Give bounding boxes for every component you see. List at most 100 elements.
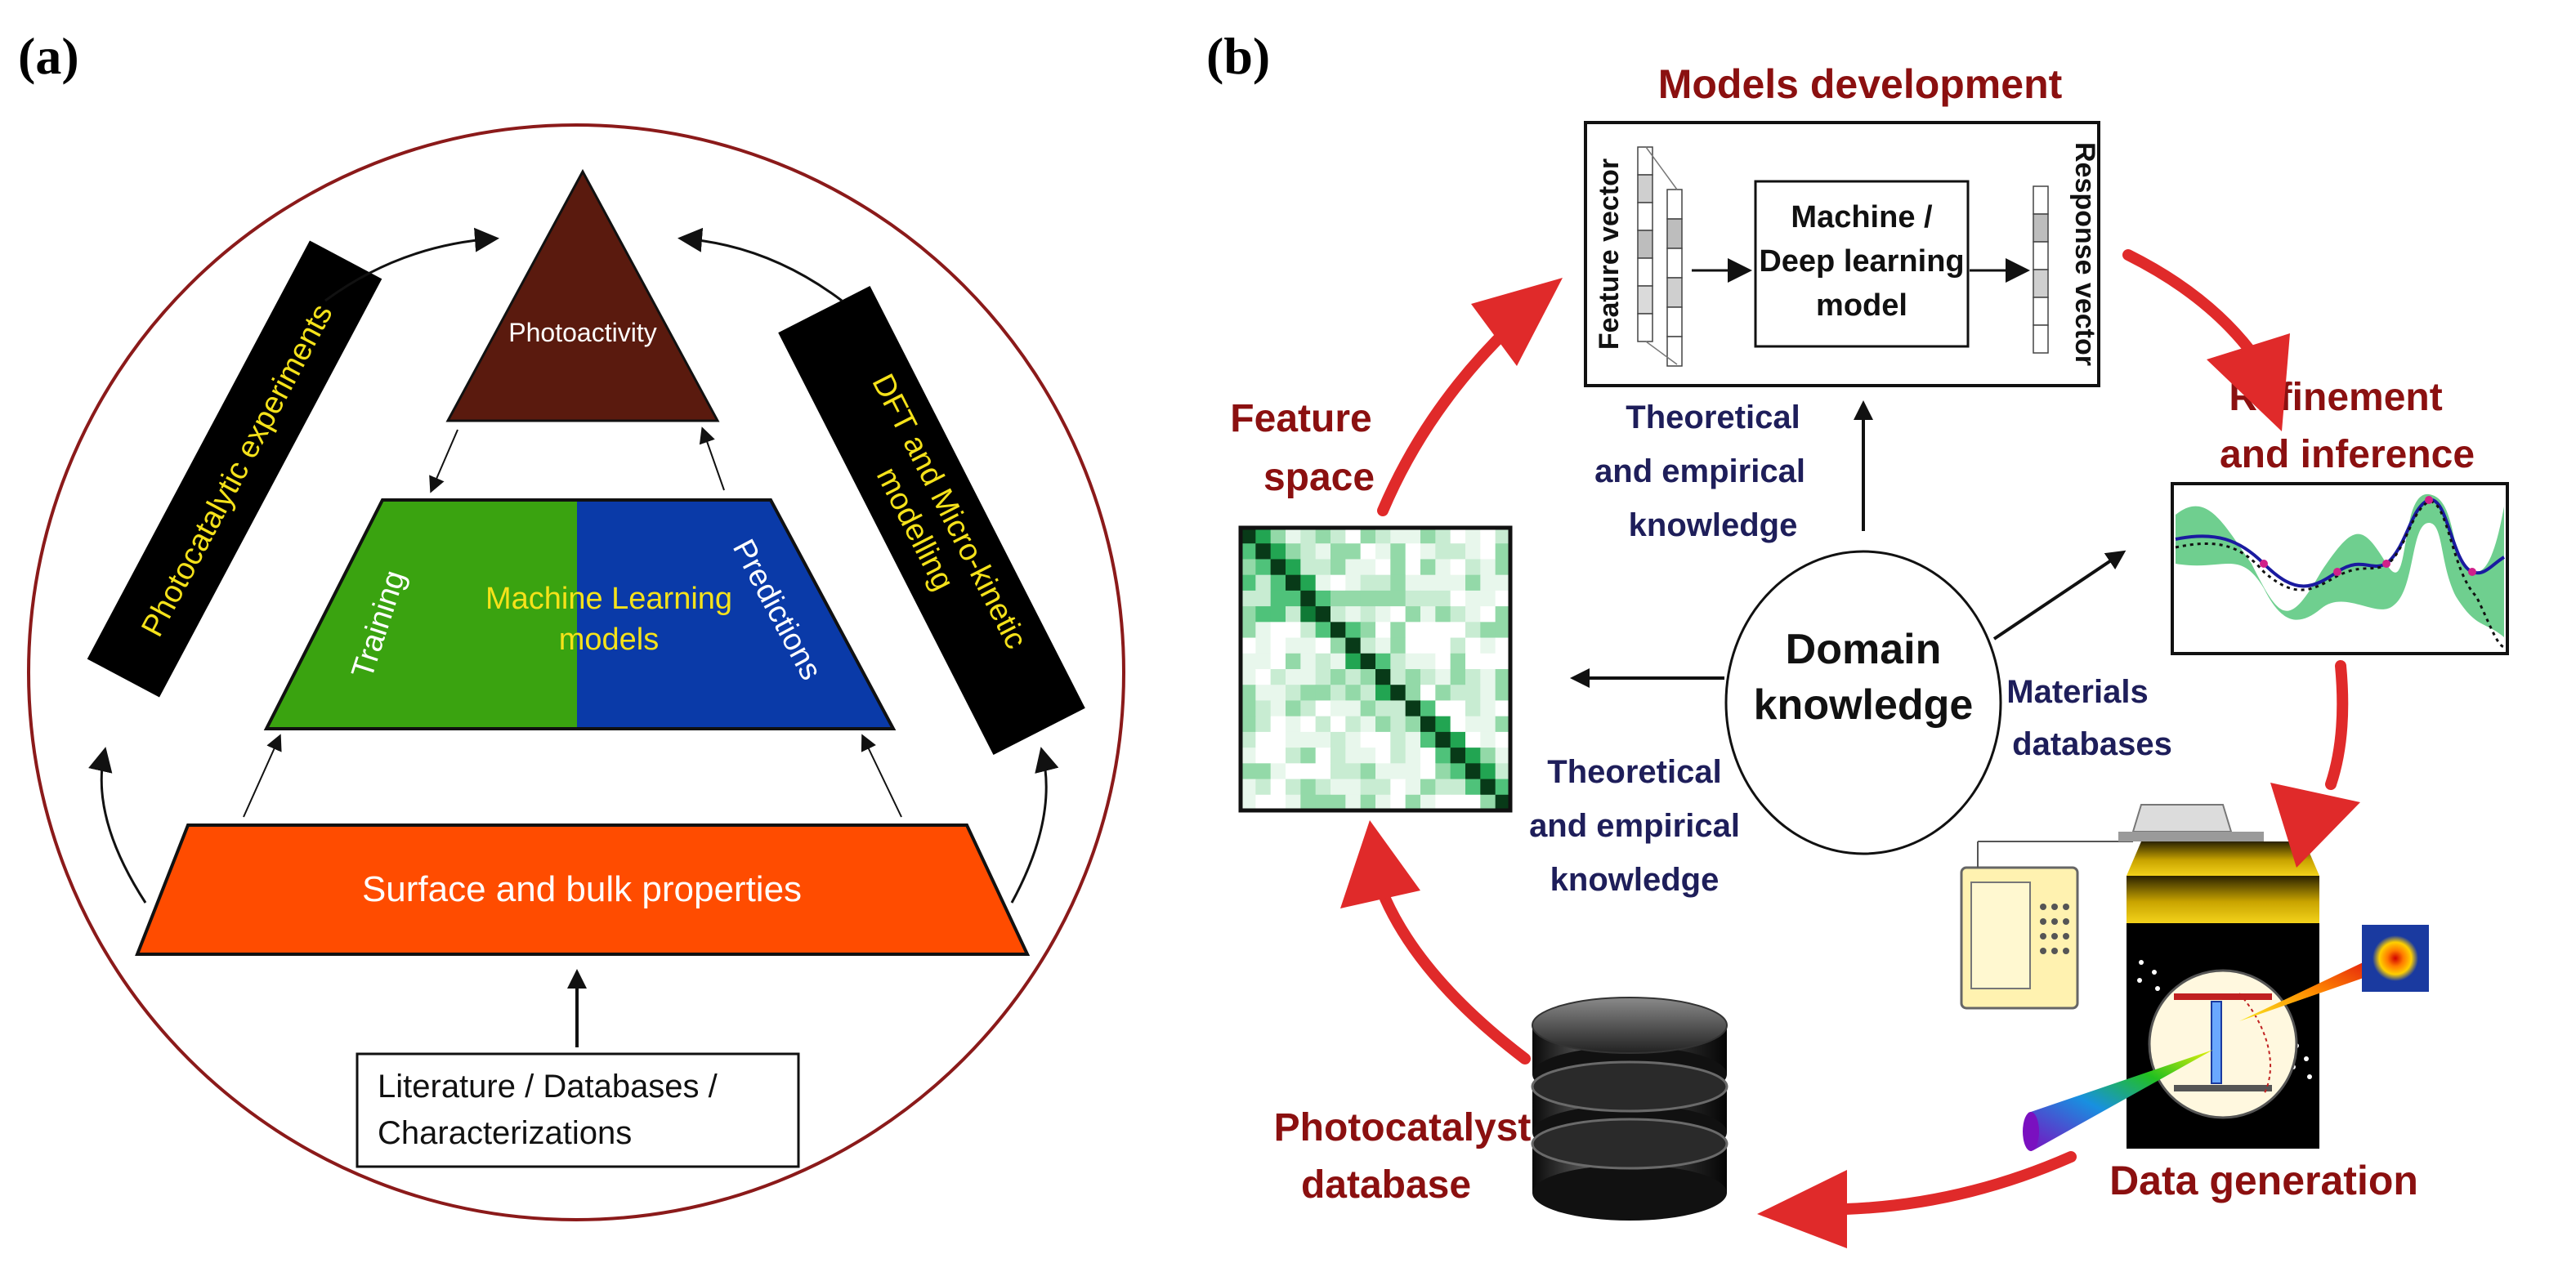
heatmap-cell [1270,685,1286,701]
heatmap-cell [1315,794,1331,811]
panel-a-arrows [88,227,1059,1047]
heatmap-cell [1465,574,1481,591]
heatmap-cell [1480,637,1496,654]
heatmap-cell [1286,622,1301,639]
heatmap-cell [1345,606,1362,623]
heatmap-cell [1450,622,1466,639]
arrow-head-1 [1471,278,1563,366]
curved-arrow-right-up [1010,747,1059,904]
heatmap-cell [1390,779,1407,796]
heatmap-cell [1255,590,1272,607]
domain-line1: Domain [1786,626,1942,673]
heatmap-cell [1255,700,1272,717]
heatmap-cell [1345,559,1362,576]
heatmap-cell [1375,779,1391,796]
ml-title-line1: Machine Learning [485,582,732,616]
heatmap-cell [1286,716,1301,733]
heatmap-cell [1330,669,1346,685]
heatmap-cell [1300,731,1317,748]
database-cylinder [1531,997,1729,1221]
ml-model-box [1754,180,1970,348]
heatmap-cell [1390,528,1407,544]
heatmap-cell [1420,653,1436,670]
heatmap-cell [1450,685,1466,701]
heatmap-cell [1315,779,1331,796]
heatmap-cell [1330,700,1346,717]
heatmap-cell [1435,763,1451,780]
heatmap-cell [1375,543,1391,560]
heatmap-cell [1286,779,1301,796]
vector-cell [1637,174,1653,203]
materials-line1: Materials [2006,674,2148,710]
heatmap-cell [1330,716,1346,733]
top-knowledge-line1: Theoretical [1626,399,1800,435]
heatmap-cell [1465,653,1481,670]
heatmap-cell [1435,669,1451,685]
heatmap-cell [1420,748,1436,764]
heatmap-cell [1315,590,1331,607]
heatmap-cell [1480,748,1496,764]
heatmap-cell [1375,794,1391,811]
heatmap-cell [1345,669,1362,685]
heatmap-cell [1255,637,1272,654]
heatmap-cell [1495,700,1511,717]
heatmap-cell [1286,731,1301,748]
heatmap-cell [1300,716,1317,733]
heatmap-cell [1270,700,1286,717]
heatmap-cell [1420,543,1436,560]
panel-a-label: (a) [18,27,79,85]
heatmap-cell [1375,606,1391,623]
training-half [266,500,577,729]
valence-band [2174,1085,2272,1091]
heatmap-cell [1300,574,1317,591]
heatmap-cell [1450,543,1466,560]
arrow-head-2 [2207,333,2290,431]
heatmap-cell [1480,606,1496,623]
heatmap-cell [1480,543,1496,560]
heatmap-cell [1286,669,1301,685]
top-knowledge-line3: knowledge [1629,507,1798,543]
heatmap-cell [1495,669,1511,685]
heatmap-cell [1255,716,1272,733]
heatmap-cell [1375,716,1391,733]
heatmap-cell [1435,779,1451,796]
heatmap-cell [1241,622,1256,639]
heatmap-cell [1420,559,1436,576]
heatmap-cell [1420,637,1436,654]
vector-cell [2033,185,2049,215]
heatmap-cell [1495,590,1511,607]
heatmap-cell [1405,669,1421,685]
heatmap-cell [1390,716,1407,733]
heatmap-cell [1315,653,1331,670]
heatmap-cell [1270,716,1286,733]
heatmap-cell [1390,685,1407,701]
heatmap-cell [1300,606,1317,623]
heatmap-cell [1480,700,1496,717]
heatmap-cell [1435,685,1451,701]
arrow-head-5 [1340,820,1420,908]
heatmap-cell [1480,669,1496,685]
heatmap-cell [1465,669,1481,685]
heatmap-cell [1270,590,1286,607]
heatmap-cell [1465,622,1481,639]
heatmap-cell [1255,669,1272,685]
heatmap-cell [1375,731,1391,748]
heatmap-cell [1360,622,1376,639]
heatmap-cell [1330,559,1346,576]
model-line1: Machine / [1791,200,1933,234]
heatmap-cell [1300,590,1317,607]
heatmap-cell [1360,574,1376,591]
heatmap-cell [1270,748,1286,764]
heatmap-cell [1360,731,1376,748]
heatmap-cell [1390,622,1407,639]
curved-arrow-left-up [88,747,147,904]
detector-spot [2373,935,2418,981]
heatmap-cell [1405,685,1421,701]
feature-space-heatmap [1241,528,1511,811]
heatmap-cell [1270,669,1286,685]
heatmap-cell [1345,779,1362,796]
heatmap-cell [1405,590,1421,607]
heatmap-cell [1241,574,1256,591]
predictions-half [577,500,893,729]
heatmap-cell [1465,637,1481,654]
